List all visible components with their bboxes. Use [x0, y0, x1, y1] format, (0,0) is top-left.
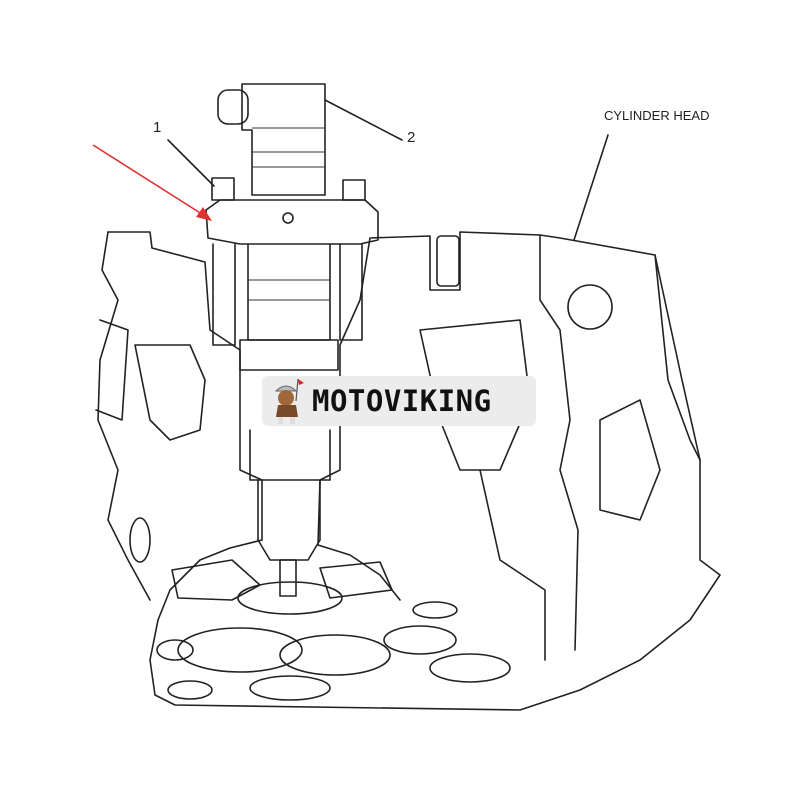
watermark-logo: MOTOVIKING — [262, 376, 536, 426]
callout-2: 2 — [407, 129, 416, 146]
pointer-arrow — [92, 144, 212, 221]
cylinder-head-outline — [107, 231, 721, 711]
clamp — [205, 199, 379, 245]
leader-1 — [167, 139, 215, 187]
connector — [217, 89, 249, 125]
leader-2 — [324, 99, 403, 141]
bore-circle — [567, 284, 613, 330]
callout-1: 1 — [153, 119, 162, 136]
viking-mascot-icon — [274, 378, 304, 424]
callout-cylinder-head: CYLINDER HEAD — [604, 108, 710, 123]
leader-cylinder-head — [573, 134, 609, 241]
watermark-text: MOTOVIKING — [312, 384, 492, 418]
injector-assembly — [205, 83, 379, 597]
